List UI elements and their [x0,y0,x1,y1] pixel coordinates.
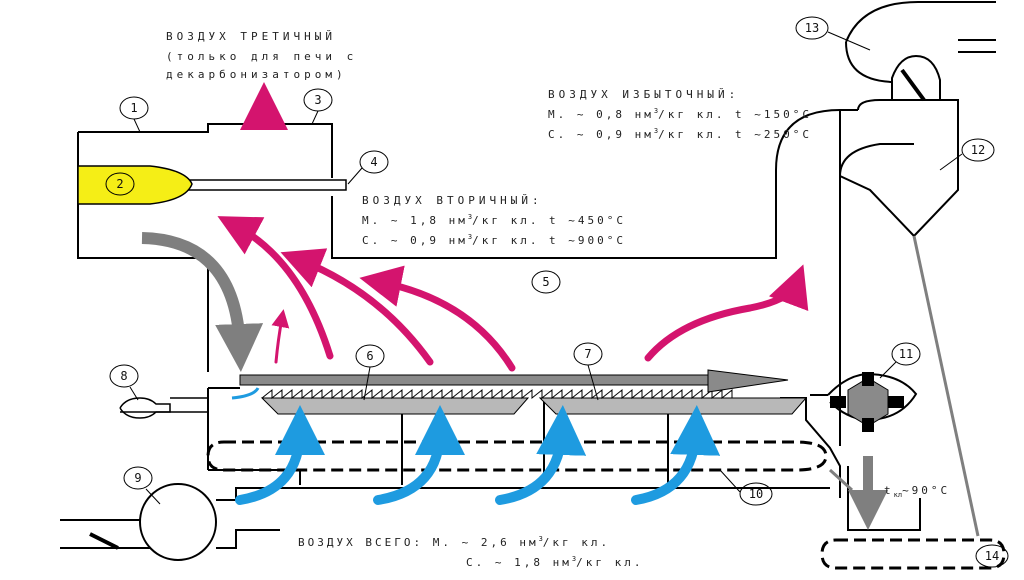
tertiary-air-title: ВОЗДУХ ТРЕТИЧНЫЙ [166,30,336,43]
excess-air-title: ВОЗДУХ ИЗБЫТОЧНЫЙ: [548,88,740,101]
callout-9: 9 [134,471,142,485]
callout-7: 7 [584,347,592,361]
secondary-air-title: ВОЗДУХ ВТОРИЧНЫЙ: [362,194,543,207]
exhaust-fan-13 [845,1,996,83]
callout-12: 12 [970,143,986,157]
tertiary-air-line3: декарбонизатором) [166,68,347,81]
excess-air-line2: С. ~ 0,9 нм3/кг кл. t ~250°С [548,127,813,141]
excess-air-line1: М. ~ 0,8 нм3/кг кл. t ~150°С [548,107,813,121]
tertiary-air-line2: (только для печи с [166,50,358,63]
outlet-temperature: tкл~90°С [884,484,951,499]
grate-teeth [261,388,733,400]
burner-pipe [185,179,347,191]
secondary-air-line1: М. ~ 1,8 нм3/кг кл. t ~450°С [362,213,627,227]
kiln-hood [77,109,858,470]
clinker-flow-arrow [239,369,789,393]
callout-leaders [105,16,1009,568]
callout-4: 4 [370,155,378,169]
burner-flame [77,165,193,205]
fan-9-blade [89,532,119,550]
cyclone-dust-line [912,235,980,537]
callout-11: 11 [898,347,914,361]
callout-10: 10 [748,487,764,501]
total-air-line1: ВОЗДУХ ВСЕГО: М. ~ 2,6 нм3/кг кл. [298,535,611,549]
callout-5: 5 [542,275,550,289]
callout-6: 6 [366,349,374,363]
callout-2: 2 [116,177,124,191]
grate-7 [538,397,808,415]
hydraulic-drive [119,397,208,419]
callout-8: 8 [120,369,128,383]
callout-1: 1 [130,101,138,115]
grate-6 [260,397,530,415]
total-air-line2: С. ~ 1,8 нм3/кг кл. [466,555,644,569]
callout-14: 14 [984,549,1000,563]
secondary-air-line2: С. ~ 0,9 нм3/кг кл. t ~900°С [362,233,627,247]
hydraulic-blue-flow [231,387,260,400]
callout-3: 3 [314,93,322,107]
callout-13: 13 [804,21,820,35]
cooling-air-arrows [235,405,721,505]
hot-air-arrows [217,82,809,372]
clinker-drop-arrow [141,232,264,372]
exhaust-fan-blade [900,68,926,102]
drag-chain-conveyor [206,440,828,472]
bottom-conveyor-14 [820,538,1006,570]
rotary-breaker-11 [830,372,904,432]
